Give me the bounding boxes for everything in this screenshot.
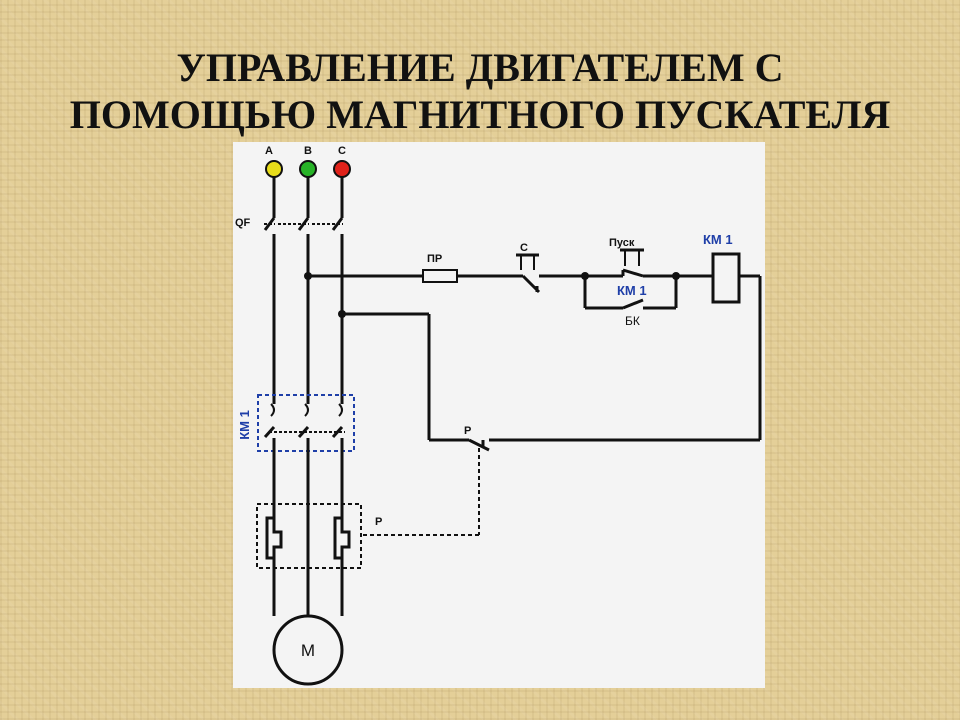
supply-conductors [272, 177, 344, 218]
thermal-relay-box [256, 503, 362, 569]
thermal-relay-p: Р [256, 503, 382, 616]
phase-c-terminal [333, 160, 351, 178]
relay-contact-p: Р [464, 425, 490, 452]
fuse-pr: ПР [422, 253, 458, 283]
motor-label: М [301, 641, 315, 660]
fuse-label: ПР [427, 253, 442, 265]
motor: М [272, 614, 344, 686]
phase-a-terminal [265, 160, 283, 178]
coil-body [711, 252, 741, 304]
main-contacts-km1: КМ 1 [237, 394, 355, 452]
start-button-label: Пуск [609, 237, 635, 249]
phase-terminals: A B C [265, 145, 351, 178]
phase-b-label: B [304, 145, 312, 157]
power-lines [272, 238, 344, 404]
stop-button-c: С [516, 242, 541, 294]
aux-contact-sublabel: БК [625, 314, 640, 328]
motor-body [272, 614, 344, 686]
control-circuit: ПР С Пуск [304, 232, 762, 536]
slide-title-line-2: ПОМОЩЬЮ МАГНИТНОГО ПУСКАТЕЛЯ [69, 92, 891, 137]
load-lines [272, 452, 344, 616]
fuse-body [422, 269, 458, 283]
circuit-breaker-qf: QF [235, 217, 344, 238]
stop-button-label: С [520, 242, 528, 254]
relay-contact-label: Р [464, 425, 471, 437]
start-button-pusk: Пуск [609, 237, 644, 278]
thermal-relay-label: Р [375, 516, 382, 528]
slide-title-line-1: УПРАВЛЕНИЕ ДВИГАТЕЛЕМ С [176, 45, 784, 90]
contactor-coil-km1: КМ 1 [703, 232, 741, 304]
main-contacts-box [257, 394, 355, 452]
phase-b-terminal [299, 160, 317, 178]
breaker-label: QF [235, 217, 251, 229]
coil-label: КМ 1 [703, 232, 733, 247]
aux-contact-label: КМ 1 [617, 283, 647, 298]
slide-title: УПРАВЛЕНИЕ ДВИГАТЕЛЕМ С ПОМОЩЬЮ МАГНИТНО… [0, 44, 960, 138]
circuit-diagram: A B C QF [233, 142, 765, 688]
circuit-diagram-svg: A B C QF [235, 145, 762, 686]
main-contacts-label: КМ 1 [237, 410, 252, 440]
phase-c-label: C [338, 145, 346, 157]
aux-contact-km1: КМ 1 БК [583, 276, 678, 328]
phase-a-label: A [265, 145, 273, 157]
